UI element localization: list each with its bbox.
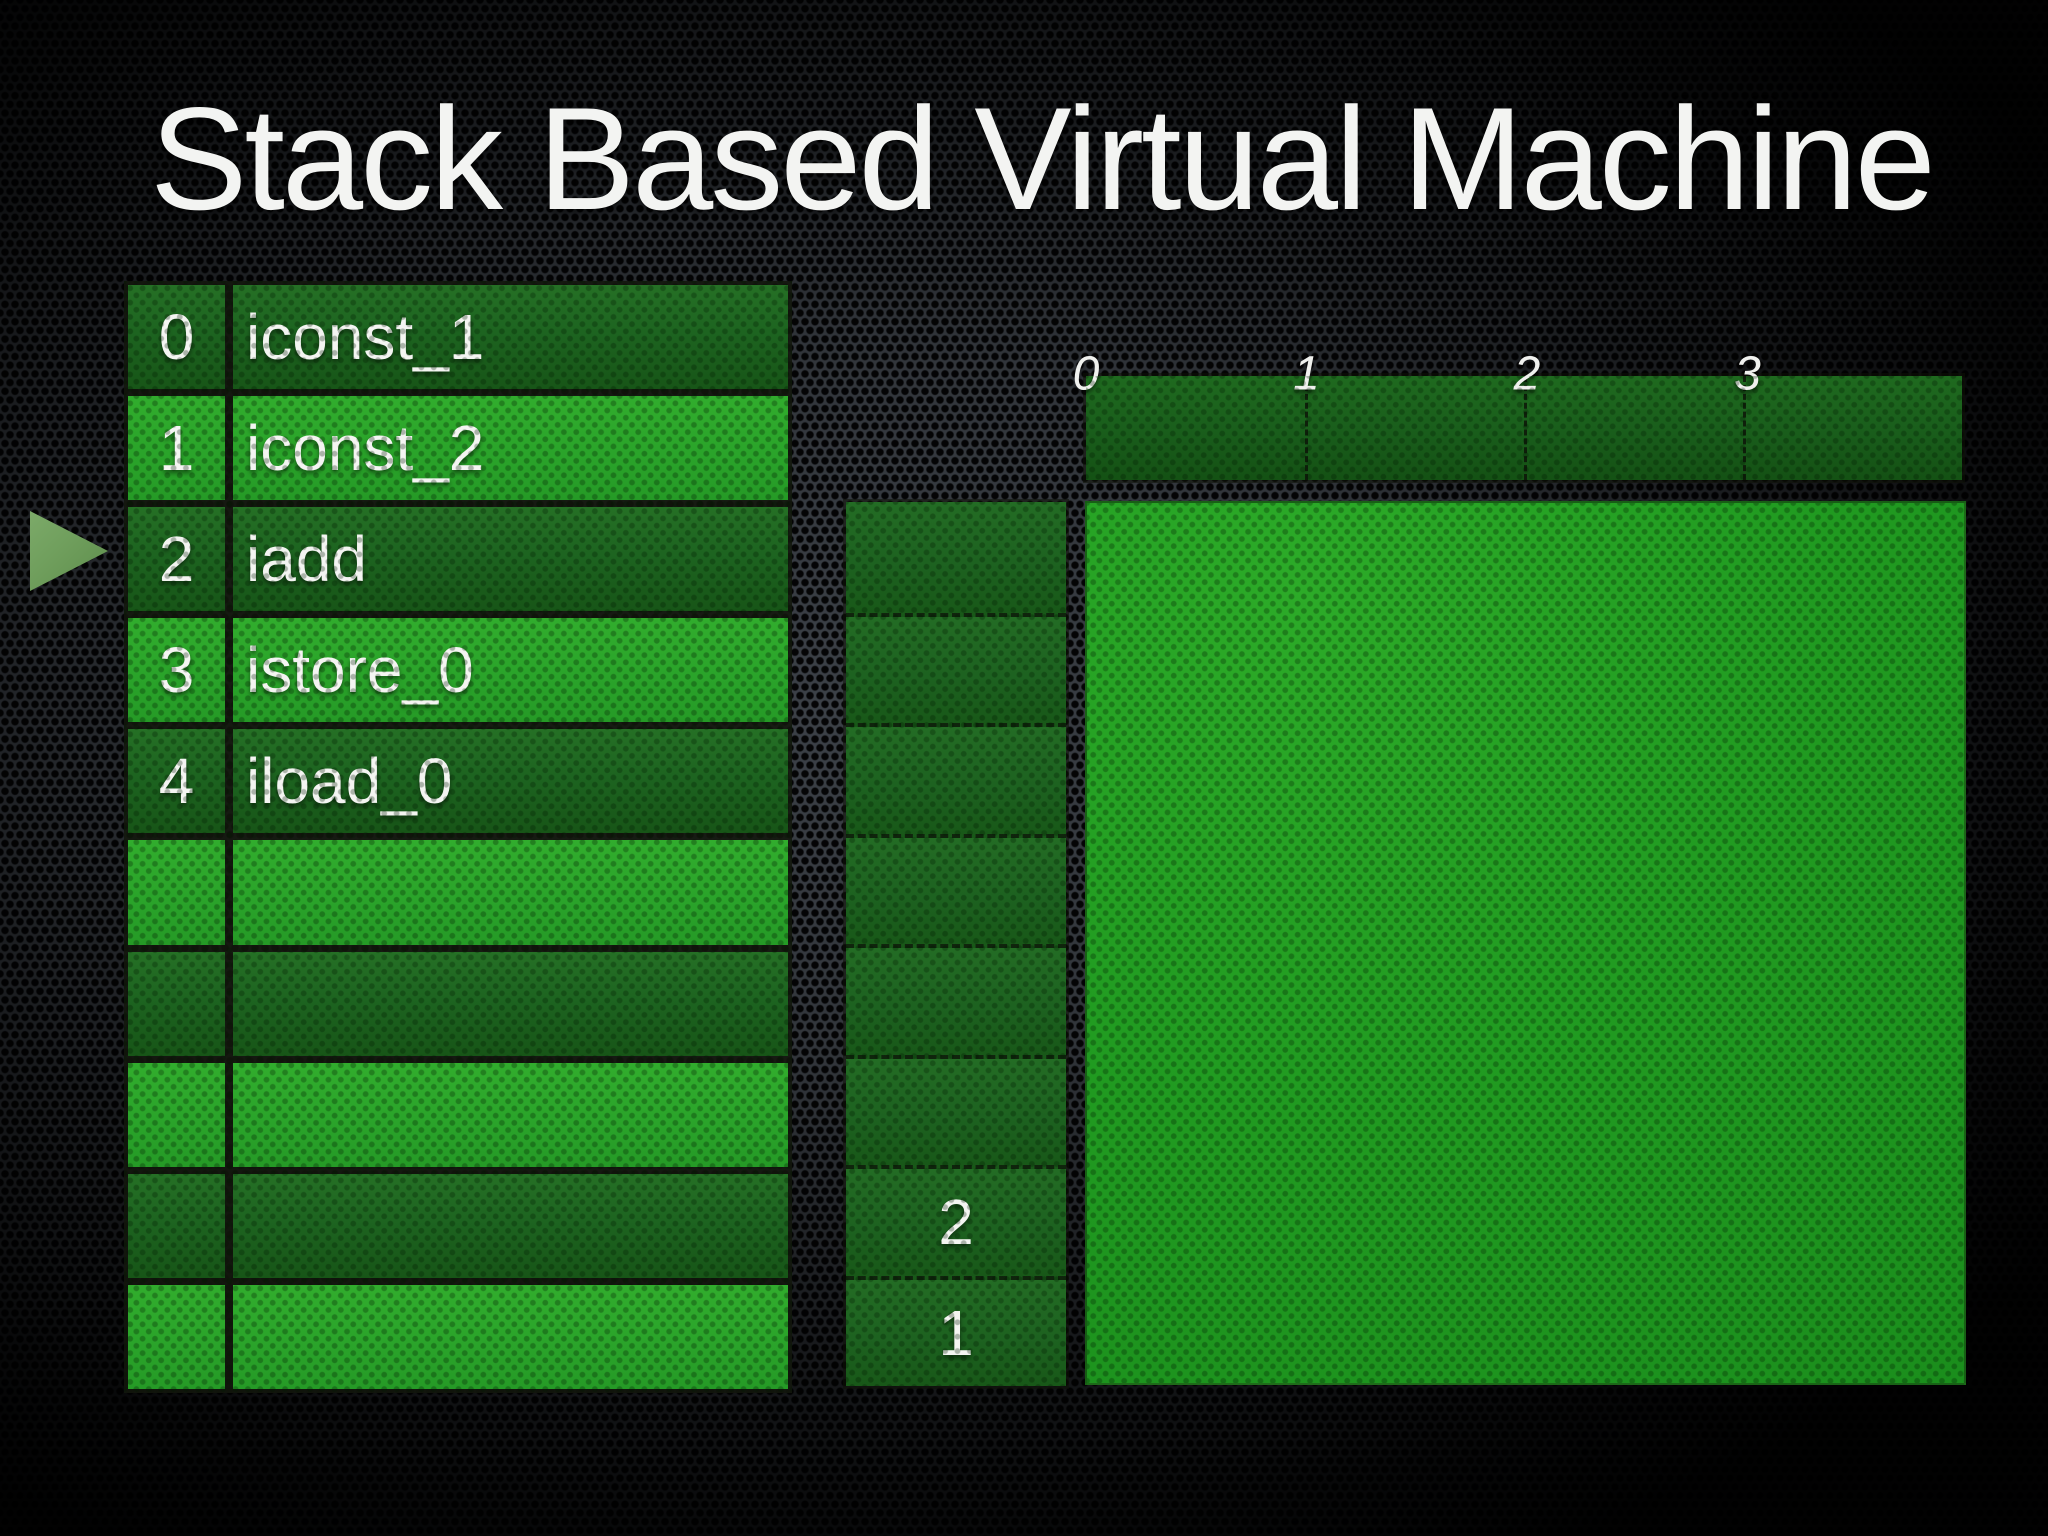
bytecode-opcode-cell: iconst_2: [233, 396, 788, 501]
operand-stack-cell: [846, 723, 1066, 834]
bytecode-row-index: 2: [158, 523, 195, 596]
operand-stack-cell: 1: [846, 1275, 1066, 1386]
bytecode-opcode-cell: iload_0: [233, 729, 788, 834]
local-variable-index-label: 2: [1513, 347, 1541, 401]
local-variable-slot: [1305, 376, 1524, 480]
local-variable-index-label: 1: [1293, 347, 1320, 401]
bytecode-row-index-cell: 0: [128, 285, 225, 390]
local-variable-index-label: 0: [1072, 347, 1100, 401]
bytecode-row-index-cell: [128, 840, 225, 945]
operand-stack-value: 1: [938, 1296, 974, 1369]
operand-stack-cell: [846, 944, 1066, 1055]
bytecode-opcode-cell: [233, 1062, 788, 1167]
bytecode-opcode-cell: [233, 840, 788, 945]
bytecode-row-index: 3: [158, 634, 195, 707]
bytecode-opcode-cell: [233, 951, 788, 1056]
bytecode-opcode-cell: [233, 1284, 788, 1389]
memory-area: [1085, 501, 1966, 1385]
bytecode-opcode-cell: istore_0: [233, 618, 788, 723]
bytecode-opcode: iconst_1: [246, 301, 485, 374]
bytecode-row-index-cell: 1: [128, 396, 225, 501]
bytecode-row-index: 4: [158, 745, 195, 818]
bytecode-row-index-cell: [128, 1284, 225, 1389]
bytecode-row-index-cell: [128, 1062, 225, 1167]
local-variable-array-header: 0 1 2 3: [1073, 348, 1965, 483]
bytecode-opcode-cell: iconst_1: [233, 285, 788, 390]
operand-stack-cell: 2: [846, 1165, 1066, 1276]
bytecode-row-index-cell: [128, 951, 225, 1056]
bytecode-row-index-cell: [128, 1173, 225, 1278]
bytecode-opcode: iadd: [246, 523, 367, 596]
bytecode-opcode: iload_0: [246, 745, 453, 818]
operand-stack-cell: [846, 833, 1066, 944]
operand-stack: 2 1: [843, 499, 1069, 1389]
bytecode-opcode: istore_0: [246, 634, 474, 707]
operand-stack-cell: [846, 612, 1066, 723]
bytecode-row-index: 1: [158, 412, 195, 485]
operand-stack-value: 2: [938, 1186, 974, 1259]
bytecode-opcode: iconst_2: [246, 412, 485, 485]
slide-title: Stack Based Virtual Machine: [150, 77, 1936, 240]
bytecode-table: 0 iconst_1 1 iconst_2 2 iadd 3 istore_0 …: [124, 281, 792, 1393]
bytecode-row-index-cell: 3: [128, 618, 225, 723]
bytecode-opcode-cell: [233, 1173, 788, 1278]
operand-stack-cell: [846, 1054, 1066, 1165]
bytecode-opcode-cell: iadd: [233, 507, 788, 612]
operand-stack-cell: [846, 502, 1066, 613]
bytecode-row-index-cell: 4: [128, 729, 225, 834]
bytecode-row-index: 0: [158, 301, 195, 374]
local-variable-index-label: 3: [1734, 347, 1761, 401]
local-variable-slot: [1743, 376, 1962, 480]
local-variable-slot: [1086, 376, 1305, 480]
local-variable-slot: [1524, 376, 1743, 480]
bytecode-row-index-cell: 2: [128, 507, 225, 612]
